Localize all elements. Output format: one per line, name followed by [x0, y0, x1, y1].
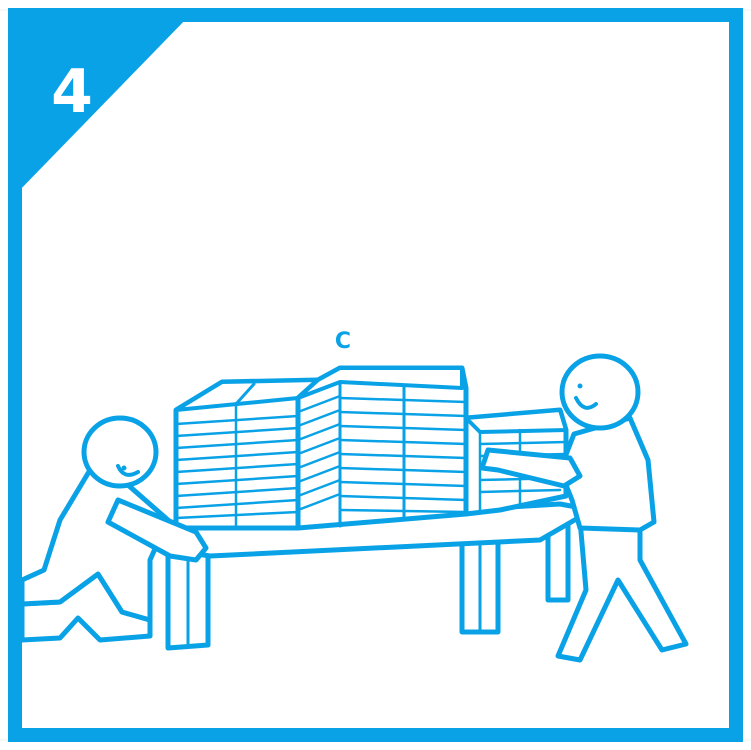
stack-block-middle: [298, 368, 466, 528]
kneeling-person-head: [84, 418, 156, 486]
step-number-corner: [15, 15, 190, 195]
standing-person-legs: [558, 516, 686, 660]
part-label: C: [335, 329, 351, 354]
standing-person-head: [562, 356, 638, 428]
panel-stack: [176, 368, 566, 528]
step-number: 4: [51, 57, 93, 127]
